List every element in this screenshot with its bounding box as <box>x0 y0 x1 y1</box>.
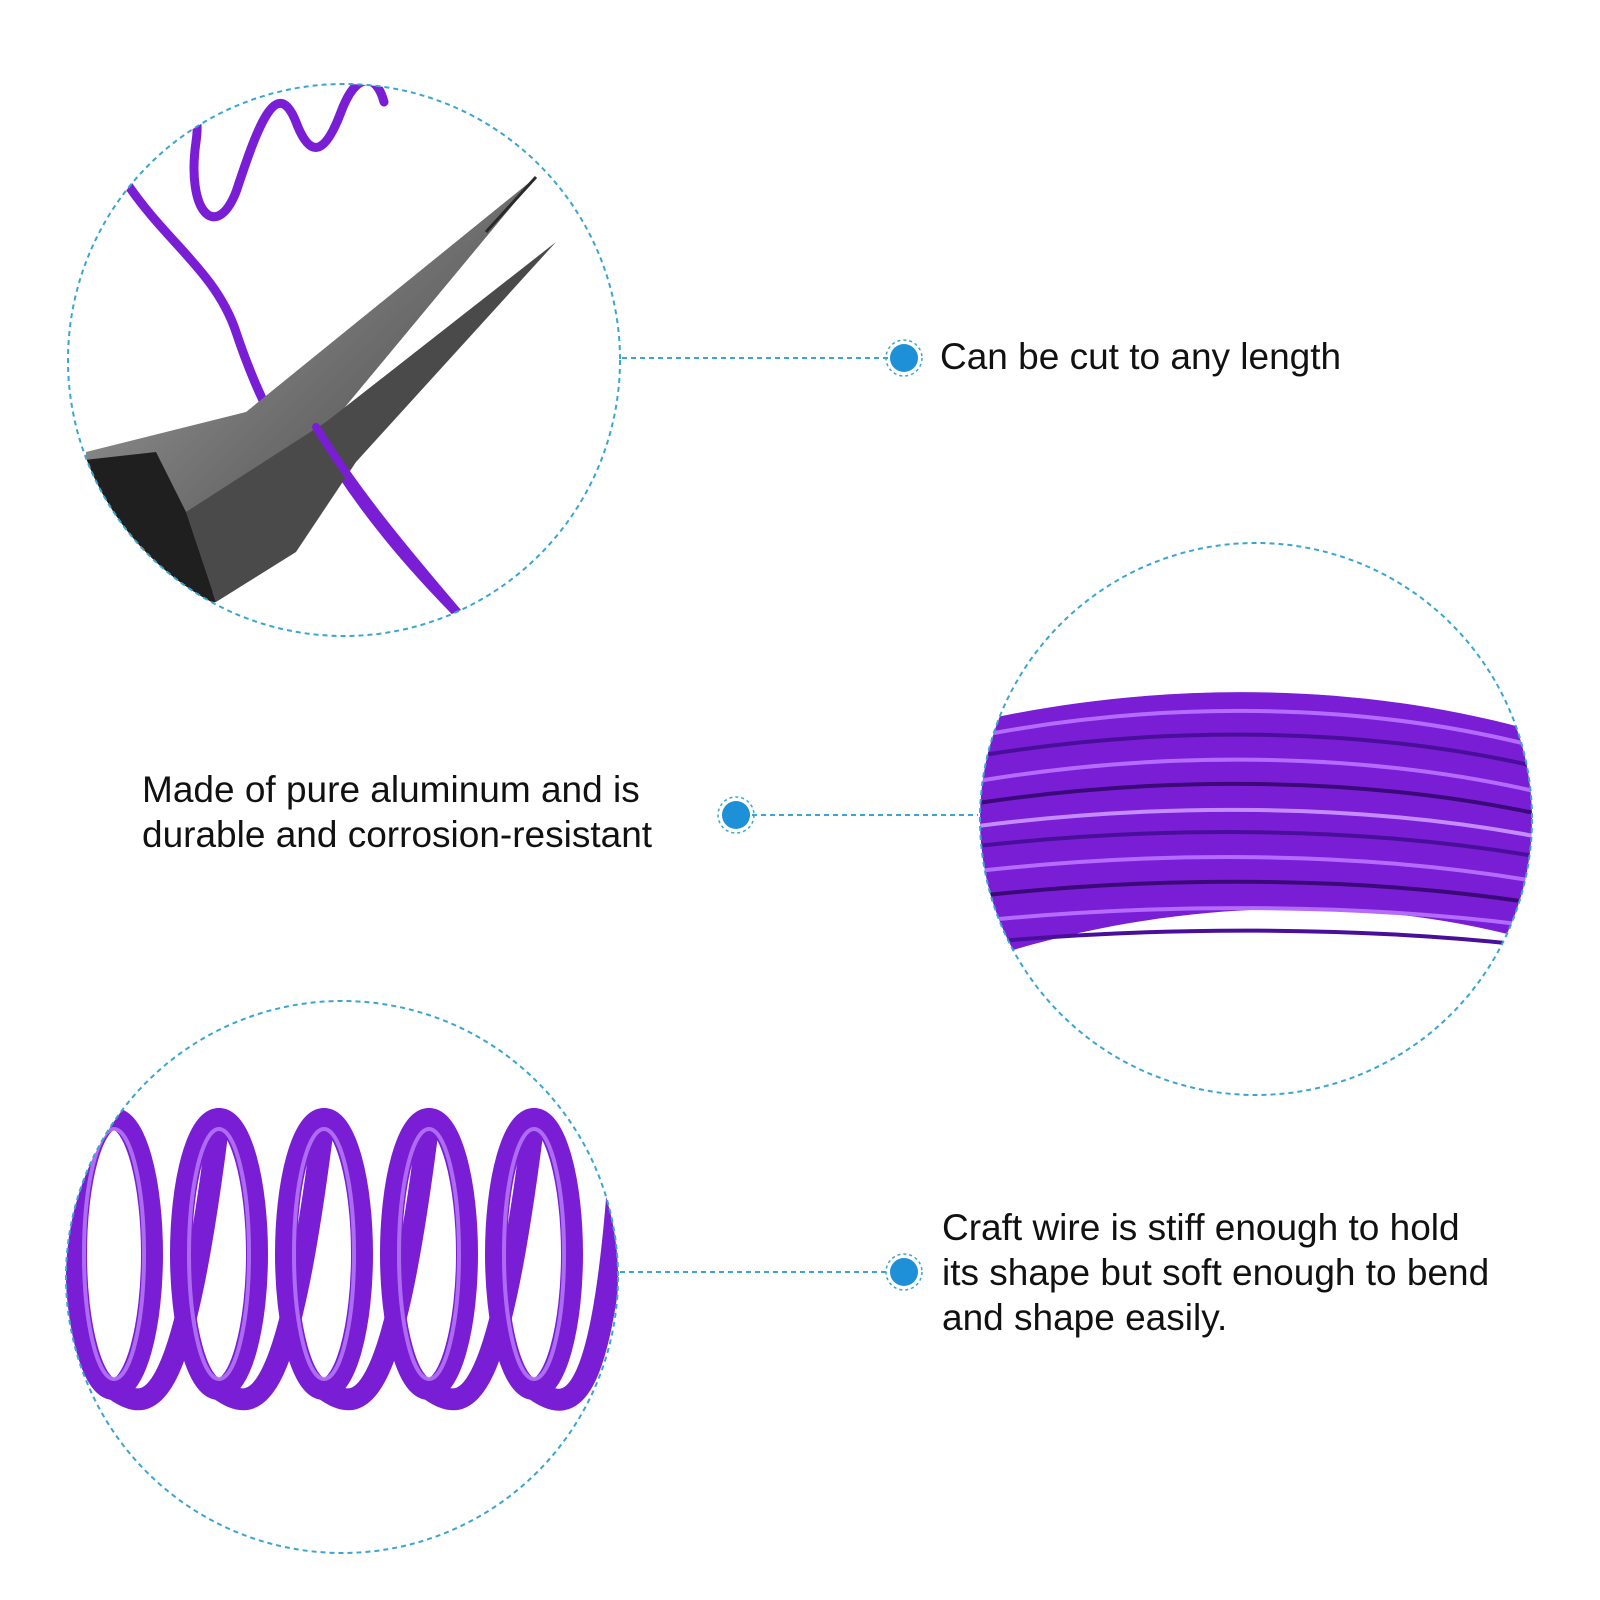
bullet-dot-3-ring <box>885 1253 923 1291</box>
bullet-dot-3 <box>890 1258 918 1286</box>
wire-coil-closeup-image <box>979 542 1533 1096</box>
pliers-cutting-wire-image <box>67 83 621 637</box>
bullet-dot-2-ring <box>717 796 755 834</box>
feature-text-cut-length: Can be cut to any length <box>940 336 1342 377</box>
feature-text-stiff-soft: Craft wire is stiff enough to hold its s… <box>942 1207 1490 1338</box>
bullet-dot-2 <box>722 801 750 829</box>
bullet-dot-1-ring <box>885 339 923 377</box>
feature-text-aluminum: Made of pure aluminum and is durable and… <box>142 769 653 855</box>
wire-spring-coil-image <box>65 1000 619 1554</box>
bullet-dot-1 <box>890 344 918 372</box>
